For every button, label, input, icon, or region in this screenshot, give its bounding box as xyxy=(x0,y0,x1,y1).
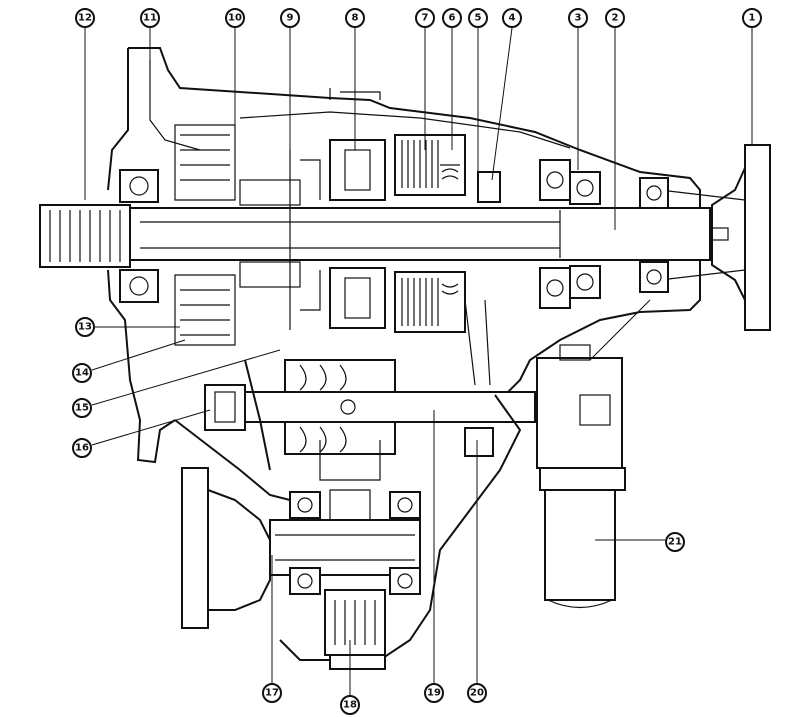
callout-11: 11 xyxy=(140,8,160,28)
callout-label: 15 xyxy=(75,403,89,414)
clutch-pack xyxy=(394,134,466,333)
callout-label: 19 xyxy=(427,688,441,699)
callout-label: 4 xyxy=(509,13,516,24)
callout-label: 3 xyxy=(575,13,582,24)
input-spline-shaft xyxy=(39,204,131,268)
callout-label: 8 xyxy=(352,13,359,24)
callout-4: 4 xyxy=(502,8,522,28)
callout-15: 15 xyxy=(72,398,92,418)
callout-8: 8 xyxy=(345,8,365,28)
main-housing xyxy=(107,47,701,464)
callout-17: 17 xyxy=(262,683,282,703)
callout-label: 5 xyxy=(475,13,482,24)
main-shaft xyxy=(129,207,711,261)
callout-label: 11 xyxy=(143,13,157,24)
callout-label: 10 xyxy=(228,13,242,24)
front-output-bearings xyxy=(289,491,421,595)
callout-label: 17 xyxy=(265,688,279,699)
callout-12: 12 xyxy=(75,8,95,28)
callout-19: 19 xyxy=(424,683,444,703)
callout-14: 14 xyxy=(72,363,92,383)
callout-label: 1 xyxy=(749,13,756,24)
callout-7: 7 xyxy=(415,8,435,28)
callout-label: 21 xyxy=(668,537,682,548)
callout-21: 21 xyxy=(665,532,685,552)
callout-13: 13 xyxy=(75,317,95,337)
callout-18: 18 xyxy=(340,695,360,715)
leader-lines xyxy=(84,27,753,695)
callout-10: 10 xyxy=(225,8,245,28)
callout-6: 6 xyxy=(442,8,462,28)
callout-5: 5 xyxy=(468,8,488,28)
callout-20: 20 xyxy=(467,683,487,703)
driven-sprocket xyxy=(324,589,386,670)
callout-label: 18 xyxy=(343,700,357,711)
callout-label: 14 xyxy=(75,368,89,379)
shaft-bearings xyxy=(477,159,669,309)
shift-motor xyxy=(536,344,626,609)
callout-1: 1 xyxy=(742,8,762,28)
callout-label: 20 xyxy=(470,688,484,699)
callout-label: 12 xyxy=(78,13,92,24)
callout-label: 13 xyxy=(78,322,92,333)
input-bearings xyxy=(119,124,236,346)
callout-label: 2 xyxy=(612,13,619,24)
callout-16: 16 xyxy=(72,438,92,458)
callout-2: 2 xyxy=(605,8,625,28)
front-output-flange xyxy=(181,467,421,629)
callout-9: 9 xyxy=(280,8,300,28)
callout-label: 6 xyxy=(449,13,456,24)
callout-label: 16 xyxy=(75,443,89,454)
drive-sprocket-hub xyxy=(329,139,386,329)
callout-label: 7 xyxy=(422,13,429,24)
callout-label: 9 xyxy=(287,13,294,24)
callout-3: 3 xyxy=(568,8,588,28)
